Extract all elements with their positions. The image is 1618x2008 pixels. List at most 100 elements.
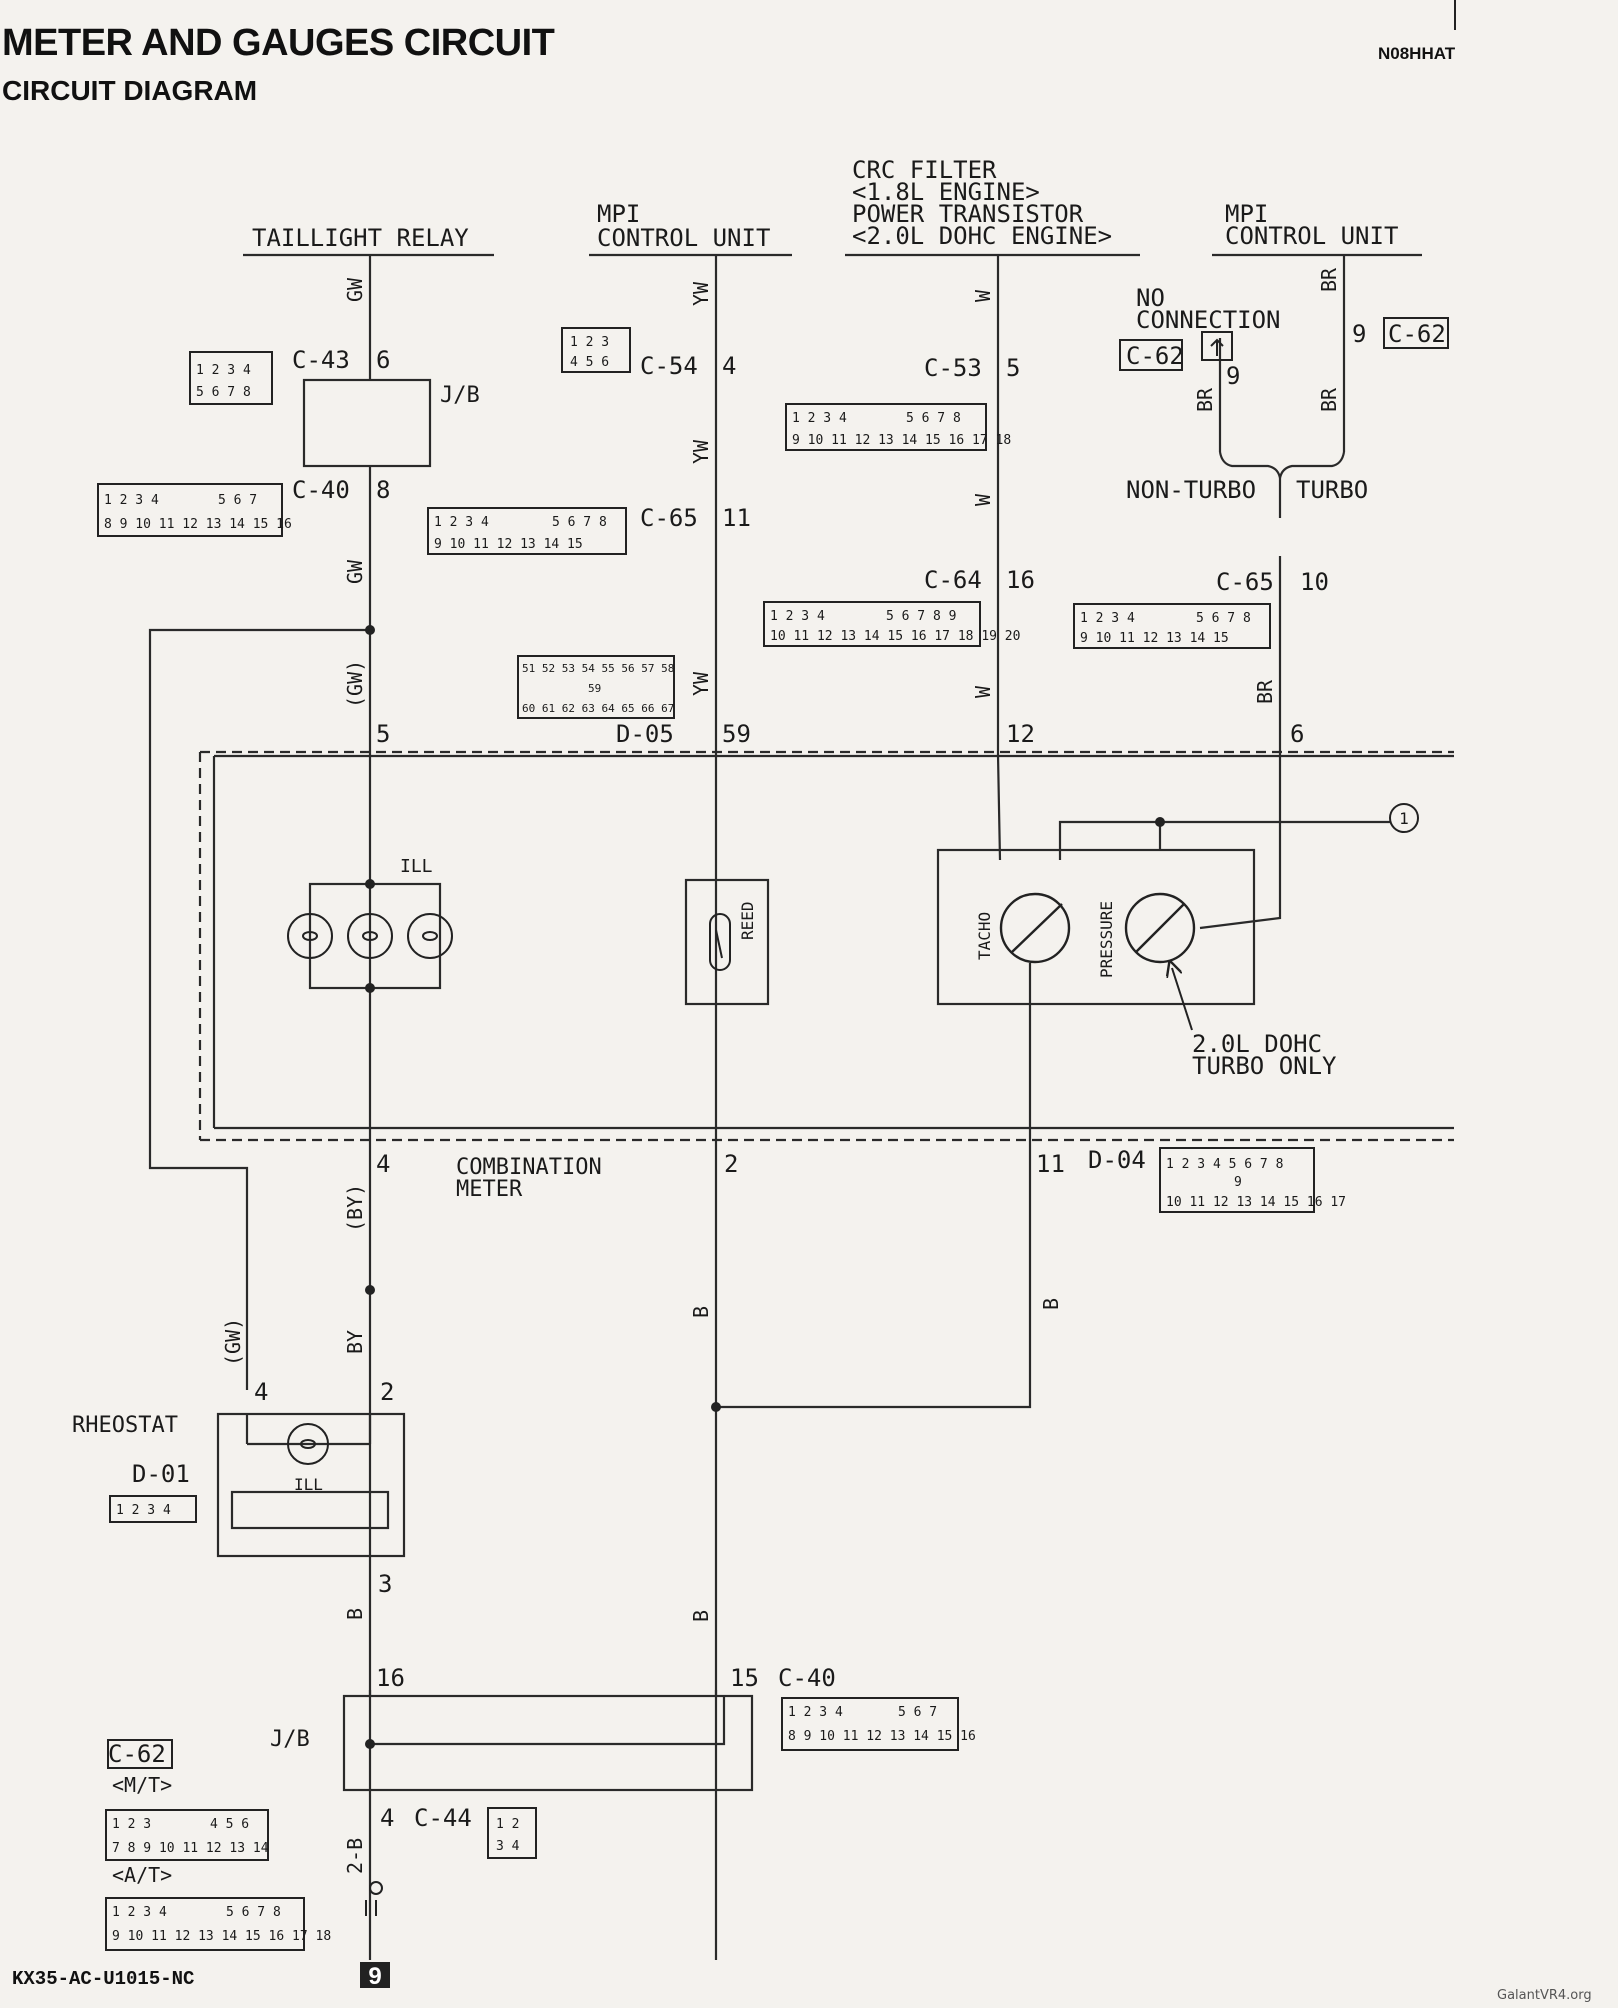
turbo-note-2: TURBO ONLY: [1192, 1052, 1337, 1080]
conn-c53-label: C-53: [924, 354, 982, 382]
wire-label-br-4: BR: [1253, 679, 1277, 704]
section-code: N08HHAT: [1378, 44, 1456, 63]
pin-c62-9b: 9: [1352, 320, 1366, 348]
tacho-label: TACHO: [975, 912, 994, 960]
wire-label-w-2: W: [971, 493, 995, 506]
reed-label: REED: [738, 901, 757, 940]
at-label: <A/T>: [112, 1863, 172, 1887]
pin-c64-16: 16: [1006, 566, 1035, 594]
c44-face-bottom: 3 4: [496, 1839, 520, 1854]
pin-c65-11: 11: [722, 504, 751, 532]
pin-c40-16: 16: [376, 1664, 405, 1692]
wire-br-pressure: [1199, 478, 1282, 930]
ill-lamps: [287, 913, 453, 1465]
conn-d01-label: D-01: [132, 1460, 190, 1488]
pin-c43-6: 6: [376, 346, 390, 374]
reed-switch-symbol: [709, 913, 731, 971]
crc-label-4: <2.0L DOHC ENGINE>: [852, 222, 1112, 250]
pin-c53-5: 5: [1006, 354, 1020, 382]
crc-label-1: CRC FILTER: [852, 156, 997, 184]
c53-face-top: 1 2 3 4: [792, 411, 847, 426]
wire-label-yw-1: YW: [689, 281, 713, 306]
junction-block-lower: [342, 1694, 754, 1792]
conn-c43-label: C-43: [292, 346, 350, 374]
c53-face-bottom: 9 10 11 12 13 14 15 16 17 18: [792, 433, 1011, 448]
wire-label-gw-2: GW: [343, 559, 367, 584]
wire-label-2b: 2-B: [343, 1838, 367, 1874]
tacho-gauge-symbol: [999, 892, 1071, 964]
ill-label: ILL: [400, 856, 433, 877]
c43-face-bottom: 5 6 7 8: [196, 385, 251, 400]
turbo-label: TURBO: [1296, 476, 1368, 504]
wire-gauge-ref: [1058, 820, 1390, 860]
jb-dashed-top: [368, 1690, 718, 1696]
conn-c62-b-label: C-62: [1388, 320, 1446, 348]
conn-d05-label: D-05: [616, 720, 674, 748]
jb-lower-label: J/B: [270, 1727, 310, 1752]
mt-face-top: 1 2 3: [112, 1817, 151, 1832]
c64-face-top: 1 2 3 4: [770, 609, 825, 624]
c65b-face-top-right: 5 6 7 8: [1196, 611, 1251, 626]
pin-d04-4: 4: [376, 1150, 390, 1178]
reference-number: 1: [1399, 809, 1409, 828]
pin-c40-15: 15: [730, 1664, 759, 1692]
pin-c62-9a: 9: [1226, 362, 1240, 390]
pressure-label: PRESSURE: [1097, 901, 1116, 978]
crc-label-2: <1.8L ENGINE>: [852, 178, 1040, 206]
c65b-face-top: 1 2 3 4: [1080, 611, 1135, 626]
wire-label-b-4: B: [1039, 1298, 1063, 1310]
connector-face-frames: [97, 317, 1449, 1951]
jb-upper-label: J/B: [440, 383, 480, 408]
wire-label-yw-2: YW: [689, 439, 713, 464]
no-connection-arrow: [1210, 338, 1224, 356]
reed-switch-box: [684, 878, 770, 1006]
c54-face-top: 1 2 3: [570, 335, 609, 350]
reference-circle: [1389, 803, 1419, 833]
ground-ref-badge: [360, 1962, 390, 1988]
at-face-top: 1 2 3 4: [112, 1905, 167, 1920]
conn-c44-label: C-44: [414, 1804, 472, 1832]
conn-c65b-label: C-65: [1216, 568, 1274, 596]
wire-label-w-1: W: [971, 289, 995, 302]
gauge-box: [936, 848, 1256, 1006]
no-connection-terminal: [1201, 331, 1233, 361]
c64-face-bottom: 10 11 12 13 14 15 16 17 18 19 20: [770, 629, 1020, 644]
c40-face-top: 1 2 3 4: [104, 493, 159, 508]
c43-face-top: 1 2 3 4: [196, 363, 251, 378]
c65b-face-bottom: 9 10 11 12 13 14 15: [1080, 631, 1229, 646]
mt-face-bottom: 7 8 9 10 11 12 13 14: [112, 1841, 269, 1856]
pin-d05-12: 12: [1006, 720, 1035, 748]
mt-face-top-right: 4 5 6: [210, 1817, 249, 1832]
mpi-label-1b: CONTROL UNIT: [597, 224, 770, 252]
conn-c40-label: C-40: [292, 476, 350, 504]
wire-label-b-2: B: [689, 1306, 713, 1318]
pin-d04-11: 11: [1036, 1150, 1065, 1178]
c65-face-bottom: 9 10 11 12 13 14 15: [434, 537, 583, 552]
combination-meter-frame: [212, 754, 1454, 1130]
conn-d04-label: D-04: [1088, 1146, 1146, 1174]
conn-c65-label: C-65: [640, 504, 698, 532]
pin-d05-6: 6: [1290, 720, 1304, 748]
at-face-top-right: 5 6 7 8: [226, 1905, 281, 1920]
no-connection-label-1: NO: [1136, 284, 1165, 312]
page-subtitle: CIRCUIT DIAGRAM: [2, 75, 258, 106]
page-frame-edge: [1454, 0, 1456, 30]
pin-c44-4: 4: [380, 1804, 394, 1832]
pin-c40-8: 8: [376, 476, 390, 504]
combination-meter-outline: [198, 750, 1454, 1142]
c54-face-bottom: 4 5 6: [570, 355, 609, 370]
conn-c54-label: C-54: [640, 352, 698, 380]
c65-face-top: 1 2 3 4: [434, 515, 489, 530]
c40b-face-top: 1 2 3 4: [788, 1705, 843, 1720]
junction-block-upper: [302, 378, 432, 468]
wire-label-br-1: BR: [1317, 267, 1341, 292]
d04-face-top: 1 2 3 4 5 6 7 8: [1166, 1157, 1283, 1172]
d05-face-top: 51 52 53 54 55 56 57 58: [522, 662, 674, 675]
page-title: METER AND GAUGES CIRCUIT: [2, 22, 555, 64]
pin-d04-2: 2: [724, 1150, 738, 1178]
site-watermark: GalantVR4.org: [1497, 1988, 1592, 2003]
rheostat-label: RHEOSTAT: [72, 1413, 178, 1438]
wire-label-b-1: B: [343, 1608, 367, 1620]
mpi-label-2a: MPI: [1225, 200, 1268, 228]
